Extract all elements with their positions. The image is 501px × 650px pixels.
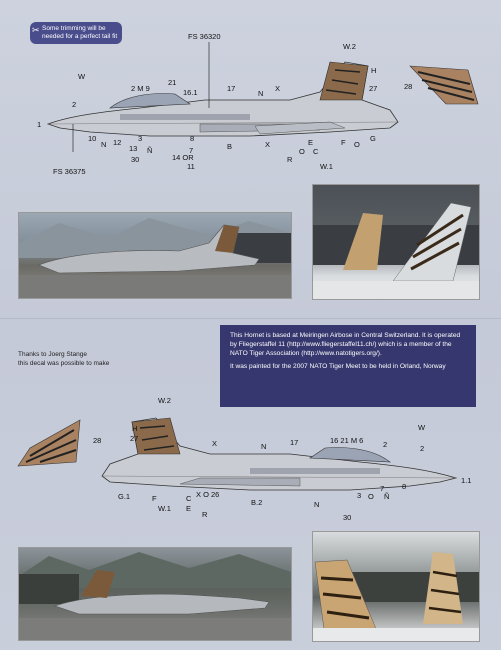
callout-b-17: 17 [290, 438, 299, 447]
callout-b-e: E [186, 504, 192, 513]
callout-b-8: 8 [402, 482, 407, 491]
callout-o: O [299, 147, 305, 156]
callout-b-2b: 2 [420, 444, 425, 453]
callout-2: 2 [72, 100, 77, 109]
thanks-line-1: Thanks to Joerg Stange [18, 351, 88, 358]
callout-b-30: 30 [343, 513, 352, 522]
callout-g: G [370, 134, 376, 143]
callout-b-f: F [152, 494, 157, 503]
top-aircraft-side-view [46, 42, 399, 152]
callout-x: X [275, 84, 281, 93]
callout-16-1: 16.1 [183, 88, 198, 97]
callout-b-7: 7 [380, 484, 385, 493]
callout-m9: 2 M 9 [131, 84, 150, 93]
callout-b-2: 2 [383, 440, 388, 449]
callout-w2: W.2 [343, 42, 356, 51]
callout-3: 3 [138, 134, 143, 143]
callout-28: 28 [404, 82, 413, 91]
callout-17: 17 [227, 84, 236, 93]
callout-b-1-1: 1.1 [461, 476, 472, 485]
callout-b-h: H [132, 424, 138, 433]
scissors-icon: ✂ [32, 25, 40, 35]
thanks-line-2: this decal was possible to make [18, 360, 110, 367]
callout-b-r: R [202, 510, 208, 519]
callout-8: 8 [190, 134, 195, 143]
callout-b-w1: W.1 [158, 504, 171, 513]
info-paragraph-2: It was painted for the 2007 NATO Tiger M… [230, 363, 446, 370]
callout-b-w2: W.2 [158, 396, 171, 405]
callout-n-tilde: Ñ [147, 146, 153, 155]
callout-b-28: 28 [93, 436, 102, 445]
callout-21: 21 [168, 78, 177, 87]
thanks-note: Thanks to Joerg Stange this decal was po… [18, 350, 109, 368]
info-paragraph-1: This Hornet is based at Meiringen Airbos… [230, 332, 461, 357]
photo-twin-tails-art [313, 552, 479, 641]
callout-x-2: X [265, 140, 271, 149]
callout-n-2: N [101, 140, 107, 149]
photo-hornet-on-apron-art [19, 552, 291, 640]
callout-b-16-21-m-6: 16 21 M 6 [330, 436, 364, 445]
bottom-tail-fin-decal [17, 419, 81, 467]
trimming-note-text: Some trimming will be needed for a perfe… [42, 25, 118, 40]
callout-b-x: X [212, 439, 218, 448]
photo-tail-closeup-art [313, 202, 479, 299]
callout-r: R [287, 155, 293, 164]
photo-hornet-taxiing [18, 212, 292, 299]
callout-b-x-o-26: X O 26 [196, 490, 220, 499]
callout-h: H [371, 66, 377, 75]
callout-b: B [227, 142, 233, 151]
trimming-note-badge: ✂ Some trimming will be needed for a per… [30, 22, 122, 44]
callout-b-n-2: N [314, 500, 320, 509]
photo-hornet-on-apron [18, 547, 292, 641]
photo-hornet-taxiing-art [19, 218, 291, 298]
callout-13: 13 [129, 144, 138, 153]
callout-30: 30 [131, 155, 140, 164]
callout-o-2: O [354, 140, 360, 149]
callout-w: W [78, 72, 86, 81]
top-tail-fin-decal [409, 65, 479, 105]
callout-7: 7 [189, 146, 194, 155]
info-panel: This Hornet is based at Meiringen Airbos… [220, 325, 476, 407]
callout-b-n-tilde: Ñ [384, 492, 390, 501]
callout-fs36320: FS 36320 [188, 32, 221, 41]
callout-b-b2: B.2 [251, 498, 263, 507]
photo-tail-closeup [312, 184, 480, 300]
callout-f: F [341, 138, 346, 147]
callout-b-o: O [368, 492, 374, 501]
callout-11: 11 [187, 162, 195, 171]
callout-b-g1: G.1 [118, 492, 131, 501]
callout-b-27: 27 [130, 434, 139, 443]
callout-e: E [308, 138, 314, 147]
callout-fs36375: FS 36375 [53, 167, 86, 176]
photo-twin-tails [312, 531, 480, 642]
callout-n: N [258, 89, 264, 98]
callout-27: 27 [369, 84, 378, 93]
callout-b-w: W [418, 423, 426, 432]
callout-b-c: C [186, 494, 192, 503]
bottom-aircraft-side-view [101, 417, 458, 491]
callout-1: 1 [37, 120, 42, 129]
callout-12: 12 [113, 138, 122, 147]
callout-b-3: 3 [357, 491, 362, 500]
callout-b-n: N [261, 442, 267, 451]
callout-w1: W.1 [320, 162, 333, 171]
callout-10: 10 [88, 134, 97, 143]
callout-14-or: 14 OR [172, 153, 194, 162]
fold-line [0, 318, 501, 319]
callout-c: C [313, 147, 319, 156]
